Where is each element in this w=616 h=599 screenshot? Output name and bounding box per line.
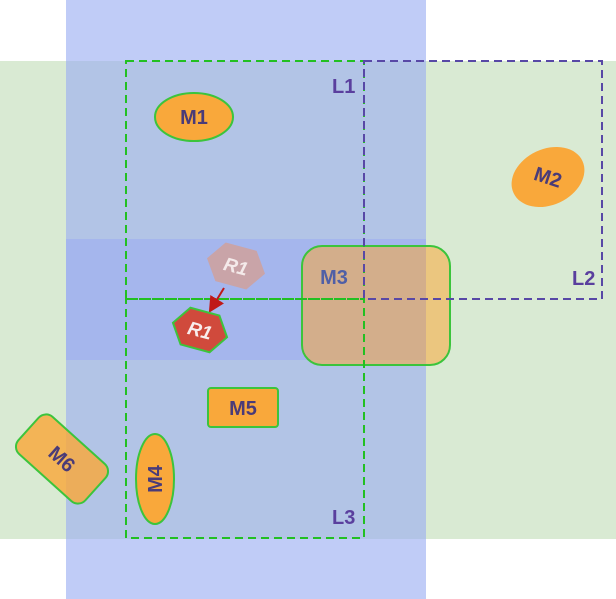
robot-r1[interactable] [168, 304, 232, 355]
object-m5[interactable] [207, 387, 279, 428]
movement-arrow [208, 287, 225, 313]
object-label-m1: M1 [180, 107, 208, 129]
region-label-l3: L3 [332, 507, 355, 529]
region-l2-border [363, 60, 603, 300]
object-m1[interactable] [154, 92, 234, 142]
object-label-m3: M3 [320, 267, 348, 289]
object-label-m5: M5 [229, 398, 257, 420]
object-m6-group: M6 [12, 410, 112, 507]
object-m3[interactable] [301, 245, 451, 366]
region-l3-border [125, 298, 365, 539]
robot-ghost [207, 242, 265, 290]
object-m2[interactable] [502, 136, 595, 219]
robot-group: R1 [168, 304, 232, 355]
region-label-l1: L1 [332, 76, 355, 98]
robot-ghost-group: R1 [207, 242, 265, 290]
region-label-l2: L2 [572, 268, 595, 290]
object-m6[interactable] [12, 410, 112, 507]
object-m4[interactable] [135, 433, 175, 525]
object-label-m4: M4 [145, 464, 167, 493]
